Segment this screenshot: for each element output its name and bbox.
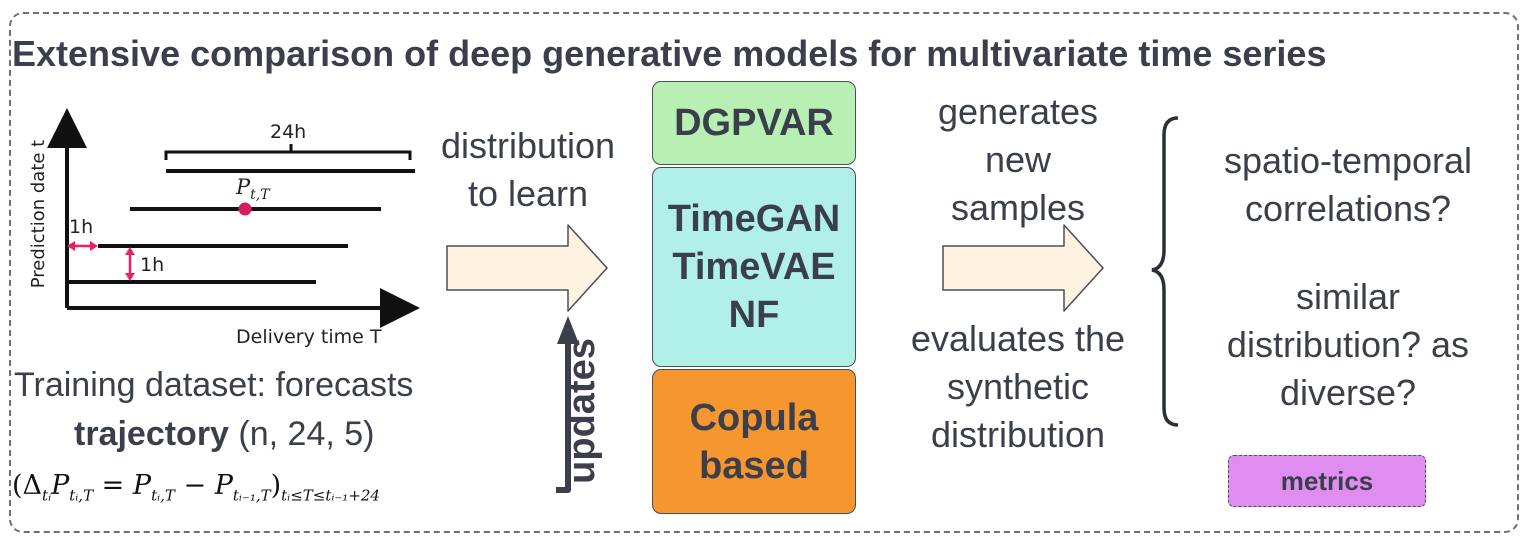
training-line-2-rest: (n, 24, 5) bbox=[228, 415, 375, 453]
page-title: Extensive comparison of deep generative … bbox=[12, 33, 1327, 74]
plot-x-axis-label: Delivery time T bbox=[236, 326, 382, 348]
formula-range: tᵢ≤T≤tᵢ₋₁+24 bbox=[281, 486, 380, 505]
generates-label: generates new samples bbox=[900, 88, 1136, 232]
shift-label-h: 1h bbox=[69, 216, 94, 238]
outer-frame bbox=[9, 12, 1519, 533]
evaluates-label-line: evaluates the bbox=[910, 318, 1126, 359]
formula-p2: P bbox=[132, 470, 152, 501]
copula-label-line: Copula bbox=[689, 396, 819, 439]
dgpvar-label: DGPVAR bbox=[674, 102, 834, 144]
formula-p3: P bbox=[214, 470, 233, 501]
formula-sub-ti: tᵢ bbox=[42, 486, 52, 505]
updates-arrow bbox=[556, 340, 571, 493]
formula-p1: P bbox=[51, 470, 70, 501]
training-line-1: Training dataset: forecasts bbox=[14, 366, 414, 404]
metrics-label: metrics bbox=[1280, 465, 1374, 496]
generates-label-line: generates bbox=[937, 91, 1099, 132]
question-line: distribution? as bbox=[1226, 324, 1470, 365]
arrow-distribution bbox=[446, 224, 608, 312]
span-bracket bbox=[164, 144, 412, 160]
question-distribution: similar distribution? as diverse? bbox=[1192, 273, 1504, 417]
evaluates-label-line: synthetic bbox=[946, 366, 1090, 407]
formula-sub-2: tᵢ,T bbox=[151, 486, 175, 505]
question-line: similar bbox=[1296, 276, 1400, 317]
distribution-label-line: distribution bbox=[440, 125, 616, 166]
distribution-label: distribution to learn bbox=[418, 122, 638, 218]
model-label-timevae: TimeVAE bbox=[672, 246, 836, 288]
dgpvar-box: DGPVAR bbox=[652, 81, 856, 165]
arrow-generates bbox=[942, 224, 1104, 312]
deep-models-box: TimeGAN TimeVAE NF bbox=[652, 167, 856, 367]
plot-y-axis-label: Prediction date t bbox=[28, 139, 49, 289]
training-line-2: trajectory (n, 24, 5) bbox=[74, 415, 374, 454]
distribution-label-line: to learn bbox=[467, 173, 589, 214]
forecast-point bbox=[238, 202, 252, 216]
question-line: spatio-temporal bbox=[1223, 140, 1473, 181]
training-formula: (ΔtᵢPtᵢ,T = Ptᵢ,T − Ptᵢ₋₁,T)tᵢ≤T≤tᵢ₋₁+24 bbox=[12, 470, 380, 505]
generates-label-line: samples bbox=[950, 187, 1086, 228]
shift-label-v: 1h bbox=[140, 254, 165, 276]
span-label: 24h bbox=[270, 121, 307, 143]
copula-label-line: based bbox=[699, 444, 809, 487]
curly-brace bbox=[1151, 116, 1179, 427]
point-label-sub: t,T bbox=[250, 187, 270, 204]
formula-sub-3: tᵢ₋₁,T bbox=[232, 486, 271, 505]
formula-open: (Δ bbox=[12, 470, 43, 501]
updates-label: updates bbox=[561, 338, 603, 484]
point-label-main: P bbox=[236, 175, 251, 199]
evaluates-label: evaluates the synthetic distribution bbox=[882, 315, 1154, 459]
metrics-badge: metrics bbox=[1228, 455, 1426, 507]
copula-box: Copula based bbox=[652, 369, 856, 514]
model-label-nf: NF bbox=[728, 294, 780, 336]
formula-sub-1: tᵢ,T bbox=[69, 486, 94, 505]
generates-label-line: new bbox=[984, 139, 1052, 180]
question-line: correlations? bbox=[1244, 188, 1452, 229]
question-correlations: spatio-temporal correlations? bbox=[1192, 137, 1504, 233]
point-label: Pt,T bbox=[236, 175, 270, 203]
model-label-timegan: TimeGAN bbox=[667, 198, 841, 240]
question-line: diverse? bbox=[1279, 372, 1417, 413]
training-line-2-bold: trajectory bbox=[74, 415, 229, 453]
evaluates-label-line: distribution bbox=[930, 414, 1106, 455]
